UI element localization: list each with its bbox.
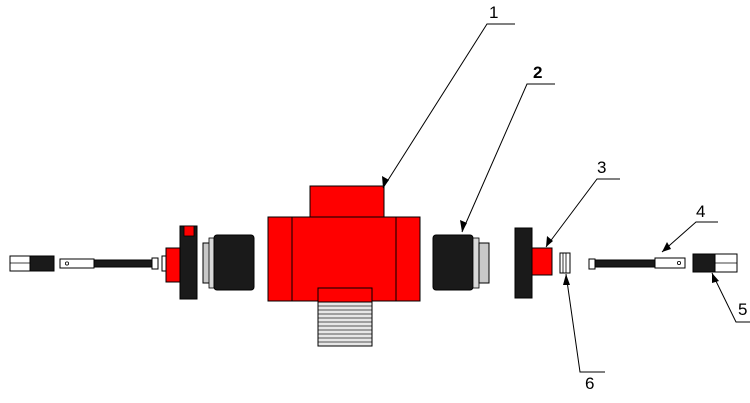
left-seal [202, 234, 255, 291]
leader-lines [382, 23, 750, 373]
left-connector-cap [9, 255, 55, 272]
right-seal [432, 234, 490, 291]
right-cap [514, 227, 553, 299]
leader-3 [545, 178, 620, 248]
leader-arrowheads [382, 176, 719, 285]
callout-1-label: 1 [489, 3, 499, 22]
leader-6 [565, 273, 605, 373]
cross-body [267, 185, 421, 347]
left-rod [59, 257, 159, 270]
callout-6-label: 6 [585, 374, 595, 393]
leader-5 [711, 272, 750, 323]
leader-1 [382, 23, 515, 189]
callout-2-label: 2 [533, 63, 543, 82]
left-cap [165, 225, 198, 300]
callout-5-label: 5 [738, 300, 748, 319]
right-connector-cap [692, 253, 738, 273]
leader-2 [461, 83, 555, 233]
callout-3-label: 3 [597, 158, 607, 177]
callout-4-label: 4 [696, 202, 706, 221]
left-washer [161, 255, 167, 272]
leader-4 [661, 221, 718, 253]
right-rod [588, 257, 686, 270]
spring-washer [559, 252, 571, 274]
